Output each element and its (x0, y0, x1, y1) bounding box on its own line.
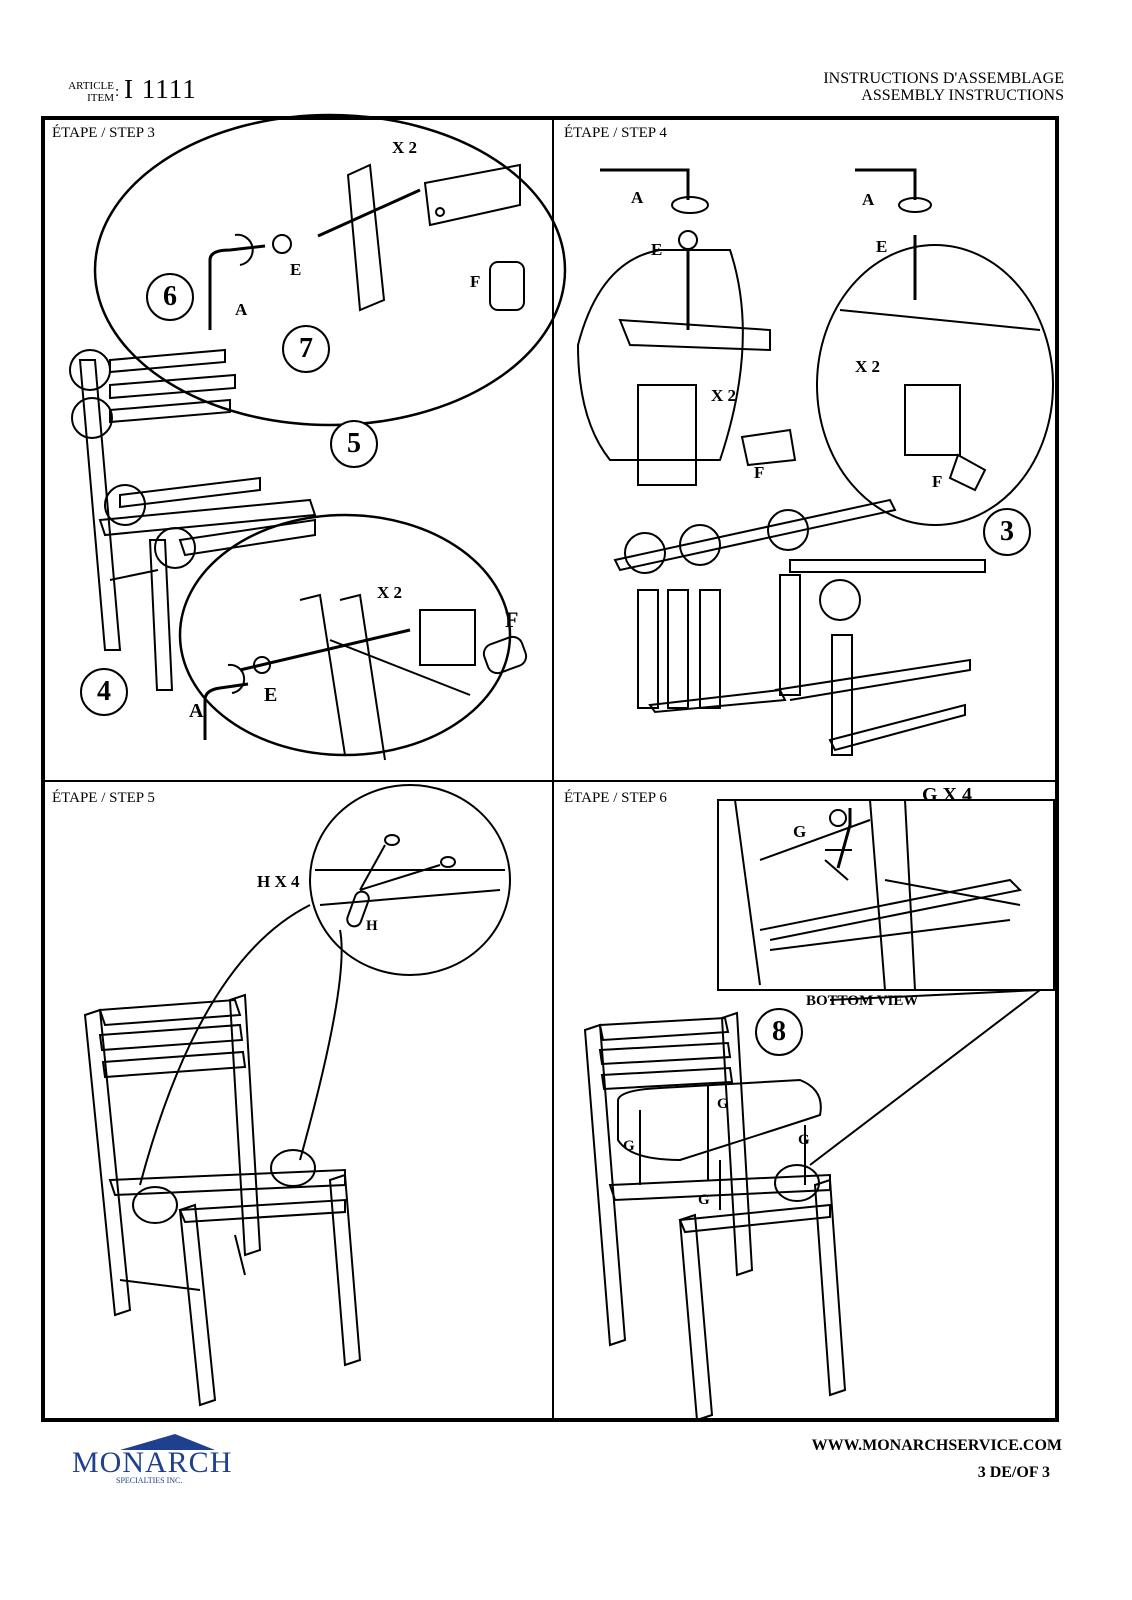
step4-label-a-right: A (862, 190, 875, 209)
part-number-6: 6 (146, 273, 194, 321)
joint-circle (154, 527, 196, 569)
step3-illustration (69, 113, 567, 761)
step6-label-g-detail: G (793, 822, 807, 841)
allen-key-detail (208, 244, 266, 330)
washer-detail (272, 234, 292, 254)
rail-part-5 (178, 518, 316, 557)
bolt-detail (317, 188, 421, 238)
step3-detail-callout-bottom (178, 513, 512, 757)
chair-back-leg (78, 359, 122, 651)
cam-nut-bottom (482, 635, 528, 675)
title-english: ASSEMBLY INSTRUCTIONS (861, 87, 1064, 104)
step5-qty: H X 4 (257, 872, 300, 891)
brand-subtitle: SPECIALTIES INC. (116, 1476, 183, 1485)
step3-qty-top: X 2 (392, 138, 418, 157)
step4-callout-right (816, 244, 1054, 526)
title-french: INSTRUCTIONS D'ASSEMBLAGE (823, 70, 1064, 87)
dowel-h (346, 890, 370, 928)
step6-label-g-2: G (623, 1138, 635, 1154)
part-number-4: 4 (80, 668, 128, 716)
step3-label-e-bottom: E (264, 684, 278, 706)
brand-name: MONARCH (72, 1446, 233, 1479)
rail-part-6 (109, 348, 226, 374)
rotate-arrow-detail (234, 233, 254, 266)
part-number-7: 7 (282, 325, 330, 373)
step6-label-g-1: G (717, 1096, 729, 1112)
joint-circle (69, 349, 111, 391)
step4-label-a-left: A (631, 188, 644, 207)
allen-key-left (600, 168, 690, 200)
part-number-8: 8 (755, 1008, 803, 1056)
bolt-detail-bottom (239, 628, 411, 672)
bottom-view-box (717, 799, 1055, 991)
step4-label-f-right: F (932, 472, 943, 491)
step3-label-a-bottom: A (189, 700, 204, 722)
monarch-logo: MONARCH SPECIALTIES INC. (70, 1432, 233, 1488)
step3-label-a: A (235, 300, 248, 319)
step6-label-g-3: G (798, 1132, 810, 1148)
step3-label-e: E (290, 260, 302, 279)
step5-illustration (83, 784, 511, 1407)
block-detail (419, 609, 476, 666)
step3-label-f: F (470, 272, 481, 291)
page-number: 3 DE/OF 3 (977, 1464, 1050, 1481)
logo-roof-icon (120, 1434, 215, 1450)
step4-qty-left: X 2 (711, 386, 737, 405)
seat-part-8 (617, 1078, 822, 1162)
step3-qty-bottom: X 2 (377, 583, 403, 602)
step4-qty-right: X 2 (855, 357, 881, 376)
chair-front-leg (148, 539, 174, 691)
website-url: WWW.MONARCHSERVICE.COM (811, 1437, 1062, 1454)
vertical-divider (552, 116, 554, 1422)
rail-part-7 (109, 373, 236, 400)
rail-detail (423, 163, 521, 227)
joint-circle (71, 397, 113, 439)
document-title: INSTRUCTIONS D'ASSEMBLAGE ASSEMBLY INSTR… (664, 70, 1064, 104)
horizontal-divider (41, 780, 1059, 782)
step4-heading: ÉTAPE / STEP 4 (564, 125, 667, 141)
step6-qty: G X 4 (922, 784, 972, 806)
step6-heading: ÉTAPE / STEP 6 (564, 790, 667, 806)
step3-heading: ÉTAPE / STEP 3 (52, 125, 155, 141)
item-label: ITEM (87, 92, 114, 104)
step4-label-e-right: E (876, 237, 888, 256)
step4-illustration (576, 168, 1054, 756)
article-label: ARTICLE (68, 80, 114, 92)
backrest-post-detail (346, 163, 386, 312)
part-number-5: 5 (330, 420, 378, 468)
joint-circle (104, 484, 146, 526)
bottom-view-label: BOTTOM VIEW (806, 993, 919, 1009)
step5-heading: ÉTAPE / STEP 5 (52, 790, 155, 806)
step4-label-f-left: F (754, 463, 765, 482)
allen-key-right (855, 168, 917, 200)
step3-label-f-bottom: F (505, 607, 519, 632)
step5-callout (309, 784, 511, 976)
step-grid (41, 116, 1059, 1422)
step4-callout-left (576, 249, 744, 461)
cam-nut-detail (489, 261, 525, 311)
step3-detail-callout-top (93, 113, 567, 427)
step6-illustration (583, 799, 1055, 1422)
step5-label-h: H (366, 918, 378, 934)
step4-label-e-left: E (651, 240, 663, 259)
item-number: I 1111 (124, 74, 197, 104)
article-item-label: ARTICLE ITEM (50, 80, 114, 104)
part-number-3: 3 (983, 508, 1031, 556)
step6-label-g-4: G (698, 1192, 710, 1208)
